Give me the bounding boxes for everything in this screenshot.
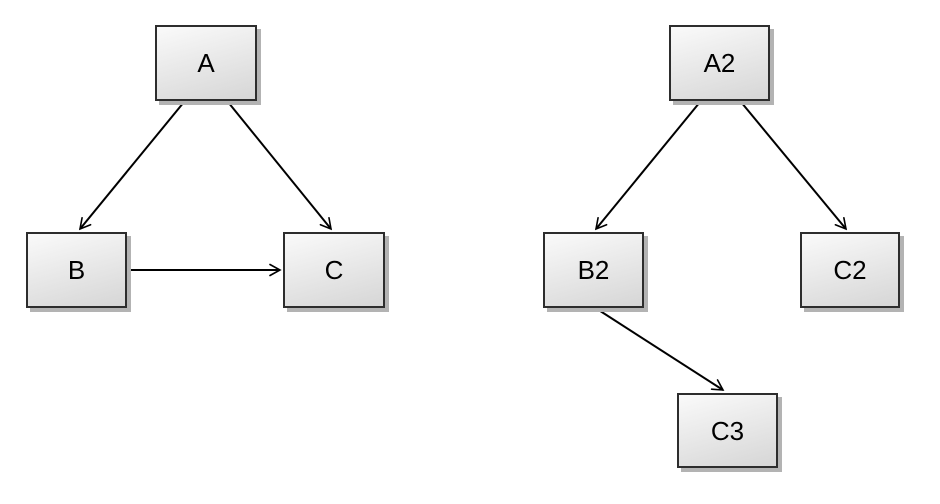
node-a2: A2 (669, 25, 770, 101)
edge-a2-c2 (740, 101, 848, 231)
edge-b2-c3 (593, 306, 725, 391)
node-b: B (26, 232, 127, 308)
edge-a-b (78, 101, 185, 231)
edge-a-c (227, 101, 333, 231)
node-label-c: C (324, 255, 344, 285)
node-c3: C3 (677, 393, 778, 468)
edges-group (78, 101, 848, 391)
node-label-b: B (67, 255, 86, 285)
node-label-c2: C2 (833, 255, 867, 285)
node-a: A (155, 25, 257, 101)
node-label-c3: C3 (710, 415, 745, 446)
node-label-a2: A2 (703, 48, 736, 78)
node-c2: C2 (800, 232, 900, 308)
node-label-b2: B2 (577, 255, 610, 285)
edge-a2-b2 (594, 101, 701, 231)
node-label-a: A (197, 48, 215, 78)
node-c: C (283, 232, 385, 308)
node-b2: B2 (543, 232, 644, 308)
